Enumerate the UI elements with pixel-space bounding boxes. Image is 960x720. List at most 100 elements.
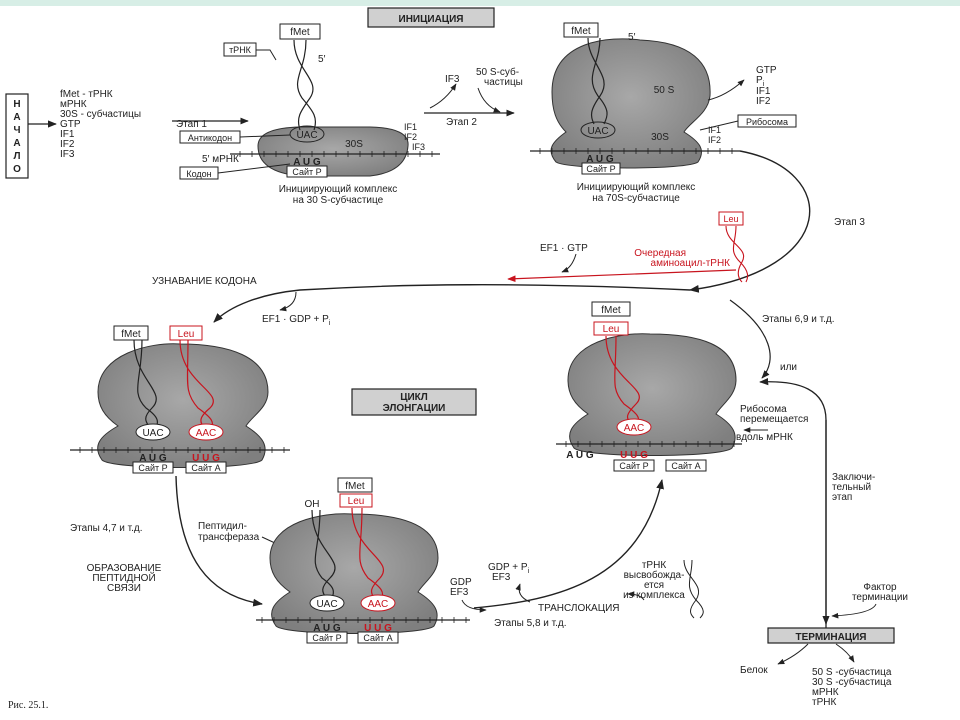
codon-recognition: УЗНАВАНИЕ КОДОНА: [152, 276, 257, 287]
component-item: GTP: [60, 119, 81, 130]
step3-arrow: [689, 150, 811, 293]
elongation-header: ЦИКЛ ЭЛОНГАЦИИ: [351, 388, 477, 416]
nachalo-letter: Л: [13, 151, 20, 162]
product-item: 50 S -субчастица: [812, 666, 892, 678]
leu-label: Leu: [348, 496, 365, 507]
aminoacyl-text: Очередная: [634, 248, 686, 259]
ribosome-moves: вдоль мРНК: [736, 432, 793, 443]
nachalo-letter: Ч: [13, 125, 20, 136]
subunit-30s: 30S: [651, 132, 669, 143]
trna-helix: [293, 39, 317, 131]
product-item: тРНК: [812, 697, 836, 708]
final-step-text: тельный: [832, 482, 871, 493]
product-item: 30 S -субчастица: [812, 676, 892, 688]
peptide-bond-title: ПЕПТИДНОЙ: [92, 571, 155, 584]
init30-caption: на 30 S-субчастице: [293, 194, 384, 206]
subunit-50s: 50 S: [654, 85, 675, 96]
codon-pointer: [217, 163, 291, 174]
initiation-header: ИНИЦИАЦИЯ: [367, 7, 495, 28]
five-prime: 5′: [318, 54, 326, 65]
site-p: Сайт P: [312, 633, 341, 643]
component-item: мРНК: [60, 99, 87, 110]
translocation-label: ТРАНСЛОКАЦИЯ: [538, 603, 620, 614]
step2-50s: частицы: [484, 77, 523, 88]
final-step-text: Заключи-: [832, 472, 875, 483]
aminoacyl-trna: Leu Очередная аминоацил-тРНК: [634, 211, 749, 283]
nachalo-letter: О: [13, 164, 21, 175]
gdp-pi: GDP + Pi: [488, 562, 530, 575]
elongation-title: ЭЛОНГАЦИИ: [383, 403, 446, 414]
step2-50s: 50 S-суб-: [476, 66, 519, 78]
init-30s-complex: fMet тРНК 5′ UAC 30S Этап 1 Антикодон IF…: [172, 23, 440, 206]
step2-label: Этап 2: [446, 117, 477, 128]
site-a: Сайт A: [671, 461, 700, 471]
trna-helix: [133, 339, 159, 429]
ribosome-label: Рибосома: [746, 117, 788, 127]
component-item: fMet - тРНК: [60, 89, 113, 100]
initiation-title: ИНИЦИАЦИЯ: [399, 14, 464, 25]
fmet-label: fMet: [290, 27, 310, 38]
steps-6-9: Этапы 6,9 и т.д.: [762, 314, 835, 325]
codon-recognition-arrow: [213, 284, 691, 323]
init-70s-complex: fMet 5′ UAC 50 S 30S A U G Сайт P GTP Pi…: [530, 22, 797, 204]
fmet-label: fMet: [601, 305, 621, 316]
gdp-label: GDP: [450, 577, 472, 588]
codon-uug: U U G: [364, 623, 392, 634]
if2-label: IF2: [708, 135, 721, 145]
bottom-ribosome-complex: OH fMet Leu UAC AAC A U G U U G Сайт P С…: [256, 477, 470, 644]
start-box: Н А Ч А Л О: [5, 93, 29, 179]
ribosome-pointer: [699, 120, 739, 131]
out-if1: IF1: [756, 86, 771, 97]
right-ribosome-complex: fMet Leu AAC A U G U U G Сайт P Сайт A Р…: [556, 301, 808, 472]
site-p: Сайт P: [292, 167, 321, 177]
codon-aug: A U G: [293, 157, 321, 168]
termination-factor: терминации: [852, 592, 908, 603]
step1-label: Этап 1: [176, 119, 207, 130]
trna-release: из комплекса: [623, 590, 685, 601]
site-p: Сайт P: [619, 461, 648, 471]
codon-uug: U U G: [620, 450, 648, 461]
component-item: IF2: [60, 139, 75, 150]
init70-caption: Инициирующий комплекс: [577, 182, 696, 193]
ribosome-moves: перемещается: [740, 414, 808, 425]
step3-label: Этап 3: [834, 217, 865, 228]
step2: IF3 50 S-суб- частицы Этап 2: [424, 66, 523, 128]
peptide-bond-title: ОБРАЗОВАНИЕ: [87, 563, 162, 574]
nachalo-letter: А: [13, 138, 20, 149]
step2-if3: IF3: [445, 74, 460, 85]
out-pi: Pi: [756, 75, 765, 88]
leu-trna-helix: [179, 339, 214, 429]
anticodon-aac: AAC: [624, 423, 645, 434]
if3-label: IF3: [412, 142, 425, 152]
trna-release: высвобожда-: [624, 569, 685, 581]
component-item: IF1: [60, 129, 75, 140]
start-components: fMet - тРНК мРНК 30S - субчастицы GTP IF…: [60, 89, 141, 160]
trna-release: ется: [644, 580, 664, 591]
final-step-text: этап: [832, 492, 852, 503]
leu-trna-helix: [725, 225, 749, 283]
peptide-bond-arrow: [175, 475, 263, 607]
trna-pointer: [256, 49, 277, 61]
codon-uug: U U G: [192, 453, 220, 464]
anticodon-uac: UAC: [587, 126, 608, 137]
site-a: Сайт A: [191, 463, 220, 473]
final-step: Заключи- тельный этап: [832, 472, 875, 503]
trna-release: тРНК: [642, 560, 666, 571]
product-item: мРНК: [812, 687, 839, 698]
leu-label: Leu: [603, 324, 620, 335]
ef1-gtp: EF1 · GTP: [540, 243, 588, 254]
component-item: 30S - субчастицы: [60, 108, 141, 120]
figure-caption: Рис. 25.1.: [8, 700, 48, 711]
top-bar: [0, 0, 960, 6]
fmet-label: fMet: [345, 481, 365, 492]
site-a: Сайт A: [363, 633, 392, 643]
leu-label: Leu: [723, 214, 738, 224]
anticodon-aac: AAC: [368, 599, 389, 610]
ef3-label: EF3: [492, 572, 511, 583]
leu-trna-helix: [351, 507, 384, 599]
loop-arrow: [759, 377, 827, 630]
codon-aug: A U G: [139, 453, 167, 464]
codon-aug: A U G: [313, 623, 341, 634]
anticodon-label: Антикодон: [188, 133, 232, 143]
